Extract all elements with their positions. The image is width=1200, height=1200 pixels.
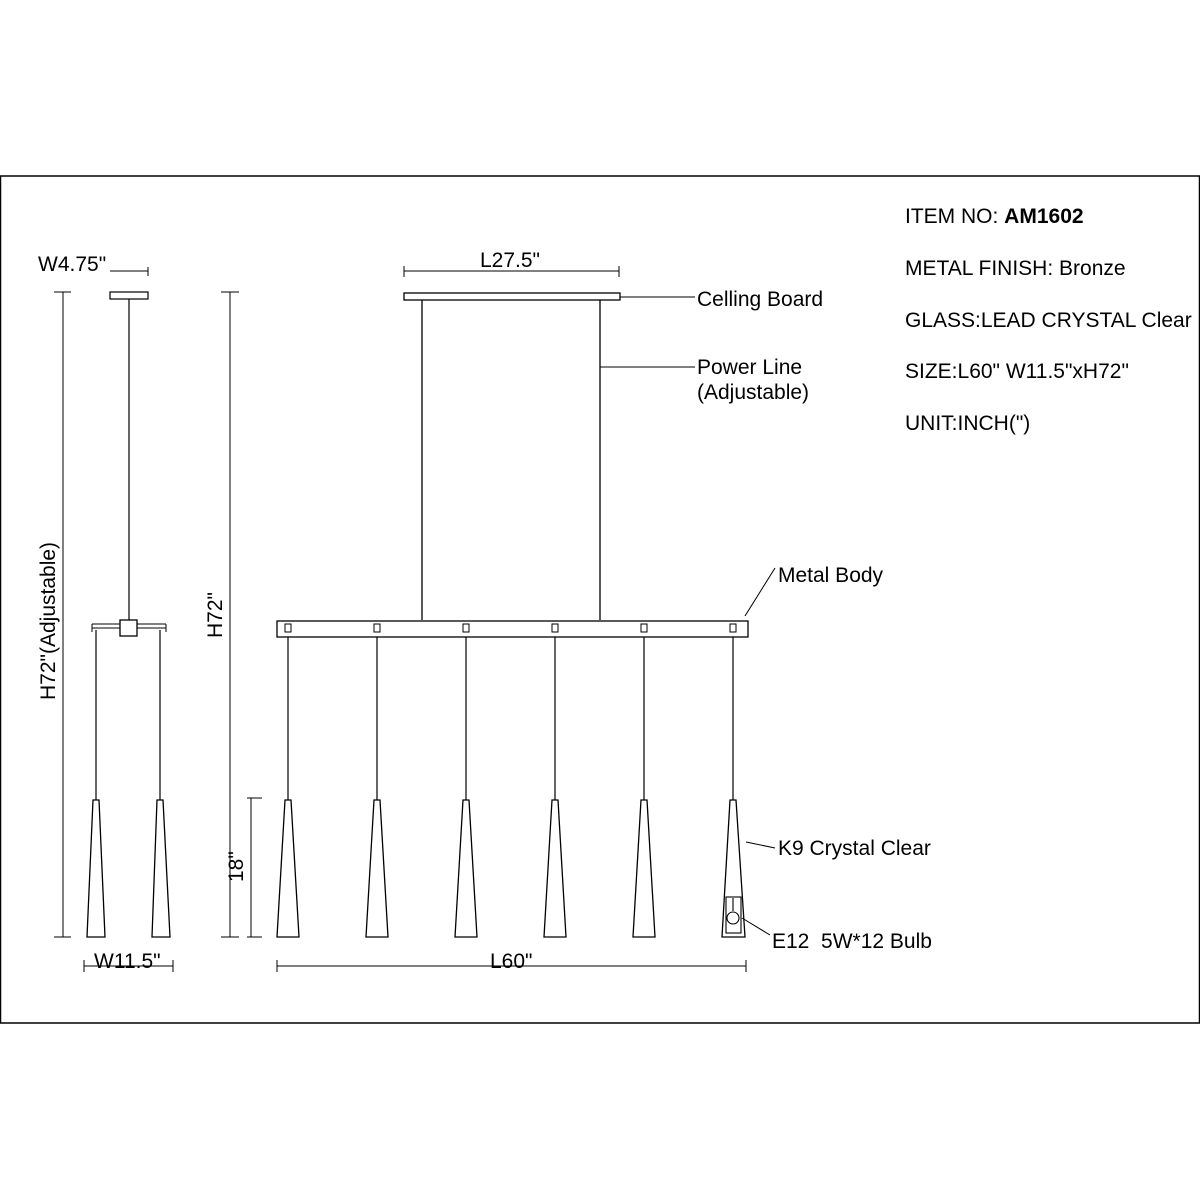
callout-crystal: K9 Crystal Clear bbox=[778, 837, 931, 860]
pendant-shade-2 bbox=[365, 799, 389, 938]
spec-block: ITEM NO: AM1602 METAL FINISH: Bronze GLA… bbox=[905, 205, 1192, 435]
side-view: W4.75" H72"(Adjustable) W11.5" bbox=[37, 253, 174, 973]
spec-item-no: ITEM NO: AM1602 bbox=[905, 205, 1084, 228]
callout-power-line: Power Line bbox=[697, 356, 802, 379]
bulb-icon bbox=[725, 896, 742, 934]
spec-metal-finish: METAL FINISH: Bronze bbox=[905, 257, 1126, 280]
pendant-shade-1 bbox=[276, 799, 300, 938]
side-canopy bbox=[109, 291, 149, 300]
front-height-label: H72" bbox=[204, 592, 227, 638]
front-bottom-length-label: L60" bbox=[490, 950, 533, 973]
callout-power-line-adjustable: (Adjustable) bbox=[697, 381, 809, 404]
callout-ceiling-board: Celling Board bbox=[697, 288, 823, 311]
side-height-label: H72"(Adjustable) bbox=[37, 542, 60, 700]
side-shade-right bbox=[151, 799, 171, 938]
pendant-shade-3 bbox=[454, 799, 478, 938]
side-body-block bbox=[119, 619, 138, 637]
spec-size: SIZE:L60" W11.5"xH72" bbox=[905, 360, 1129, 383]
pendant-shade-6 bbox=[721, 799, 746, 938]
side-shade-left bbox=[86, 799, 106, 938]
side-bottom-width-label: W11.5" bbox=[94, 950, 161, 973]
spec-glass: GLASS:LEAD CRYSTAL Clear bbox=[905, 309, 1192, 332]
pendant-shade-5 bbox=[632, 799, 656, 938]
socket-caps bbox=[284, 623, 737, 633]
shade-height-label: 18" bbox=[225, 851, 248, 882]
spec-item-no-value: AM1602 bbox=[1004, 205, 1083, 228]
pendant-shade-4 bbox=[543, 799, 567, 938]
spec-unit: UNIT:INCH(") bbox=[905, 412, 1030, 435]
metal-body bbox=[276, 620, 749, 638]
ceiling-board bbox=[403, 292, 621, 301]
front-view: L27.5" bbox=[204, 249, 932, 973]
callout-bulb: E12 5W*12 Bulb bbox=[772, 930, 932, 953]
callout-metal-body: Metal Body bbox=[778, 564, 884, 587]
front-top-length-label: L27.5" bbox=[480, 249, 540, 272]
side-top-width-label: W4.75" bbox=[38, 253, 106, 276]
